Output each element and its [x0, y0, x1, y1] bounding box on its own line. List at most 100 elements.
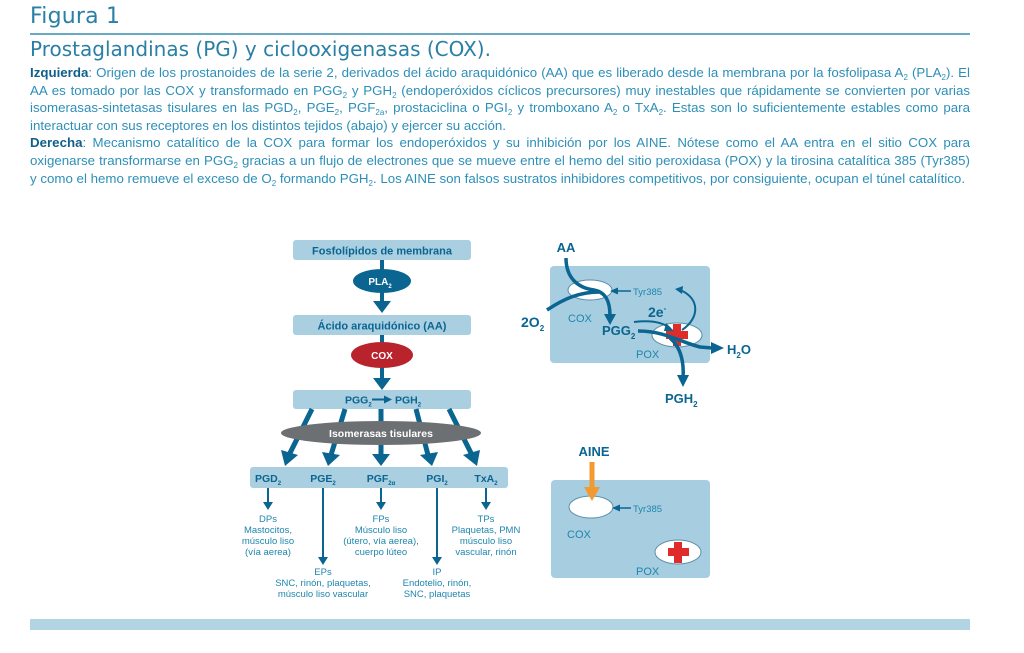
membrane-box — [293, 240, 471, 260]
caption-segment: y PGH — [347, 82, 393, 98]
receptor-connector-arrowhead — [376, 502, 386, 510]
caption-segment: y tromboxano A — [512, 100, 613, 116]
aa-label: Ácido araquidónico (AA) — [318, 320, 447, 333]
isomerases-enzyme — [281, 421, 481, 445]
pgg2-to-heme-arrowhead — [664, 323, 674, 331]
electrons-text: 2e- — [648, 304, 667, 320]
aa-box — [293, 315, 471, 335]
figure-title: Prostaglandinas (PG) y ciclooxigenasas (… — [30, 37, 491, 61]
tyr385-label-bottom: Tyr385 — [633, 504, 662, 515]
receptor-label: DPs — [259, 514, 277, 525]
subscript: 2 — [941, 73, 946, 82]
fan-arrowhead-pgd2 — [281, 450, 298, 466]
receptor-label: TPs — [478, 514, 495, 525]
cox-site-label: COX — [568, 313, 593, 325]
tissue-label: (útero, vía aerea), — [343, 536, 419, 547]
cox-label: COX — [371, 351, 393, 362]
cox-site-label-bottom: COX — [567, 529, 592, 541]
pla2-label: PLA2 — [368, 277, 392, 290]
pgh2-text: PGH2 — [665, 391, 698, 409]
caption-segment: o TxA — [617, 100, 659, 116]
caption-segment: . Estas son lo suficientemente estables … — [30, 100, 970, 133]
electron-loop-arrowhead — [675, 286, 683, 294]
caption-segment: , PGE — [297, 100, 335, 116]
aa-text: AA — [557, 240, 576, 255]
product-pgd-label: PGD2 — [255, 473, 282, 487]
tissue-label: Plaquetas, PMN — [452, 525, 521, 536]
tissue-label: (vía aerea) — [245, 547, 291, 558]
cox-enzyme — [351, 342, 413, 368]
pgh2-arrowhead — [677, 375, 689, 387]
receptor-label: IP — [433, 567, 442, 578]
electron-loop — [679, 289, 697, 331]
tissue-label: SNC, plaquetas — [404, 589, 471, 600]
receptor-connector-arrowhead — [481, 502, 491, 510]
caption-segment: , prostaciclina o PGI — [384, 100, 508, 116]
receptor-connector-arrowhead — [318, 557, 328, 565]
receptor-label: EPs — [314, 567, 332, 578]
arrowhead-aa — [373, 301, 391, 313]
subscript: 2 — [293, 108, 298, 118]
tissue-label: vascular, rinón — [455, 547, 516, 558]
caption-segment: ). El AA es tomado por las COX y transfo… — [30, 65, 970, 98]
subscript: 2 — [342, 90, 348, 100]
pox-site-label: POX — [636, 349, 660, 361]
aa-path — [564, 257, 612, 317]
tissue-label: músculo liso vascular — [278, 589, 368, 600]
product-pge-label: PGE2 — [310, 473, 336, 487]
figure-caption: Izquierda: Origen de los prostanoides de… — [30, 64, 970, 187]
product-txa-label: TxA2 — [474, 473, 498, 487]
pgh2-path — [668, 336, 685, 379]
h2o-arrowhead — [711, 342, 724, 354]
caption-right: Derecha: Mecanismo catalítico de la COX … — [30, 134, 970, 187]
subscript: 2 — [368, 178, 373, 188]
caption-segment: : Origen de los prostanoides de la serie… — [88, 65, 904, 80]
h2o-text: H2O — [727, 342, 751, 360]
receptor-label: FPs — [373, 514, 390, 525]
subscript: 2 — [507, 108, 513, 118]
fan-arrowhead-pgi2 — [420, 452, 438, 466]
receptor-connector-arrowhead — [263, 502, 273, 510]
caption-left-text: : Origen de los prostanoides de la serie… — [30, 65, 970, 133]
subscript: 2a — [375, 108, 385, 118]
caption-segment: formando PGH — [276, 170, 369, 186]
membrane-label: Fosfolípidos de membrana — [312, 246, 453, 258]
product-pgf-label: PGF2α — [367, 473, 396, 487]
tyr385-arrowhead-bottom — [612, 504, 620, 512]
tissue-label: Mastocitos, — [244, 525, 292, 536]
heme-icon — [666, 324, 688, 346]
o2-path — [546, 290, 601, 312]
subscript: 2 — [271, 178, 277, 188]
footer-bar — [30, 619, 970, 630]
subscript: 2 — [392, 90, 397, 100]
tissue-label: Músculo liso — [355, 525, 407, 536]
subscript: 2 — [334, 108, 340, 118]
aine-text: AINE — [578, 444, 609, 459]
caption-left-heading: Izquierda — [30, 65, 89, 80]
tissue-label: músculo liso — [460, 536, 512, 547]
caption-segment: : Mecanismo catalítico de la COX para fo… — [30, 135, 970, 168]
figure-label: Figura 1 — [30, 4, 121, 29]
pgg2-text: PGG2 — [602, 323, 636, 341]
aine-arrowhead — [584, 487, 600, 501]
cox-mechanism-diagram: Tyr385 AA 2O2 COX 2e- PGG2 POX H2O PGH2 — [521, 240, 751, 409]
arrowhead-pgg — [373, 378, 391, 390]
products-box — [250, 467, 508, 488]
aa-path-arrowhead — [604, 314, 616, 325]
pgg-to-pgh-arrowhead — [384, 395, 392, 404]
product-pgi-label: PGI2 — [426, 473, 448, 487]
caption-segment: (PLA — [907, 65, 942, 80]
cox-site-blocked — [568, 495, 614, 519]
subscript: 2 — [233, 160, 238, 170]
subscript: 2 — [658, 108, 664, 118]
caption-segment: (endoperóxidos cíclicos precursores) muy… — [30, 82, 971, 116]
caption-segment: , PGF — [339, 100, 376, 116]
caption-segment: gracias a un flujo de electrones que se … — [30, 152, 970, 186]
caption-segment: . Los AINE son falsos sustratos inhibido… — [372, 170, 966, 186]
pla2-enzyme — [353, 269, 411, 293]
fan-arrowhead-pge2 — [322, 452, 340, 466]
pgg2-label: PGG2 — [345, 395, 372, 409]
heme-icon — [668, 542, 689, 563]
